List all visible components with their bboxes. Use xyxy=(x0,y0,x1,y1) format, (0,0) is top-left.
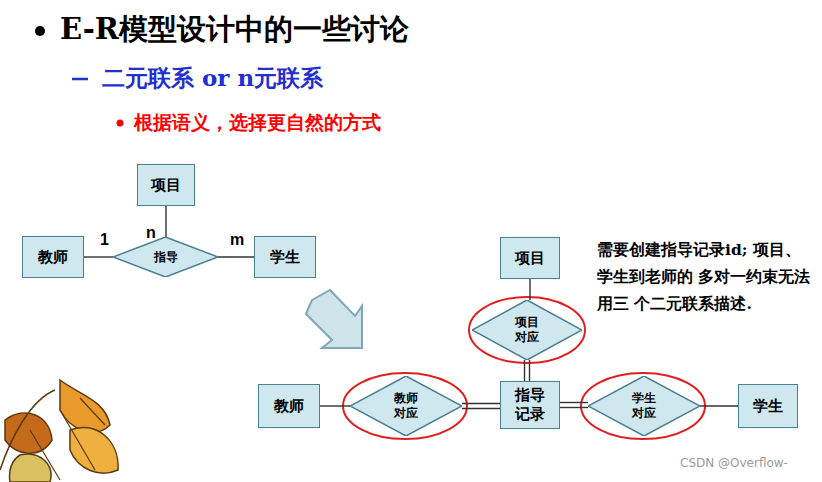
cardinality-label: n xyxy=(146,224,156,242)
relationship-diamond: 项目 对应 xyxy=(472,300,582,360)
connector-line xyxy=(524,360,525,381)
connector-line xyxy=(560,402,588,403)
highlight-ellipse xyxy=(581,373,705,439)
highlight-ellipse xyxy=(469,297,585,363)
cardinality-label: 1 xyxy=(100,231,109,249)
connector-line xyxy=(84,256,113,257)
entity-box: 项目 xyxy=(500,237,560,279)
emphasis-note: 根据语义，选择更自然的方式 xyxy=(134,110,381,136)
leaf-decoration xyxy=(0,380,118,482)
node-text: 学生 xyxy=(753,397,783,416)
connector-line xyxy=(165,206,166,237)
connector-line xyxy=(529,279,530,300)
node-text: 项目 对应 xyxy=(514,315,540,345)
entity-box: 教师 xyxy=(258,384,320,428)
transform-arrow xyxy=(306,290,362,348)
highlight-ellipse xyxy=(343,373,467,439)
entity-box: 学生 xyxy=(738,384,798,428)
entity-box: 教师 xyxy=(22,236,84,278)
entity-box: 学生 xyxy=(254,236,316,278)
node-text: 学生 xyxy=(270,248,300,267)
cardinality-label: m xyxy=(230,231,244,249)
watermark: CSDN @Overflow- xyxy=(680,456,788,470)
bullet xyxy=(35,26,45,36)
connector-line xyxy=(462,408,500,409)
connector-line xyxy=(218,256,254,257)
bullet xyxy=(117,120,124,127)
node-text: 学生 对应 xyxy=(631,391,657,421)
node-text: 教师 xyxy=(38,248,68,267)
relationship-diamond: 学生 对应 xyxy=(588,376,700,436)
node-text: 教师 xyxy=(274,397,304,416)
node-text: 指导 xyxy=(154,250,178,265)
node-text: 项目 xyxy=(151,176,181,195)
node-text: 项目 xyxy=(515,249,545,268)
relationship-diamond: 指导 xyxy=(113,237,218,277)
connector-line xyxy=(320,405,350,406)
connector-line xyxy=(529,360,530,381)
connector-line xyxy=(462,403,500,404)
explanation-note: 需要创建指导记录id; 项目、学生到老师的 多对一约束无法用三 个二元联系描述. xyxy=(597,236,815,317)
entity-box: 指导 记录 xyxy=(500,381,560,429)
node-text: 教师 对应 xyxy=(393,391,419,421)
relationship-diamond: 教师 对应 xyxy=(350,376,462,436)
connector-line xyxy=(700,405,738,406)
dash-bullet xyxy=(72,78,88,81)
sub-bullet: 二元联系 or n元联系 xyxy=(102,63,323,94)
node-text: 指导 记录 xyxy=(514,386,547,424)
entity-box: 项目 xyxy=(137,164,195,206)
connector-line xyxy=(560,407,588,408)
slide-title: E-R模型设计中的一些讨论 xyxy=(60,10,409,50)
